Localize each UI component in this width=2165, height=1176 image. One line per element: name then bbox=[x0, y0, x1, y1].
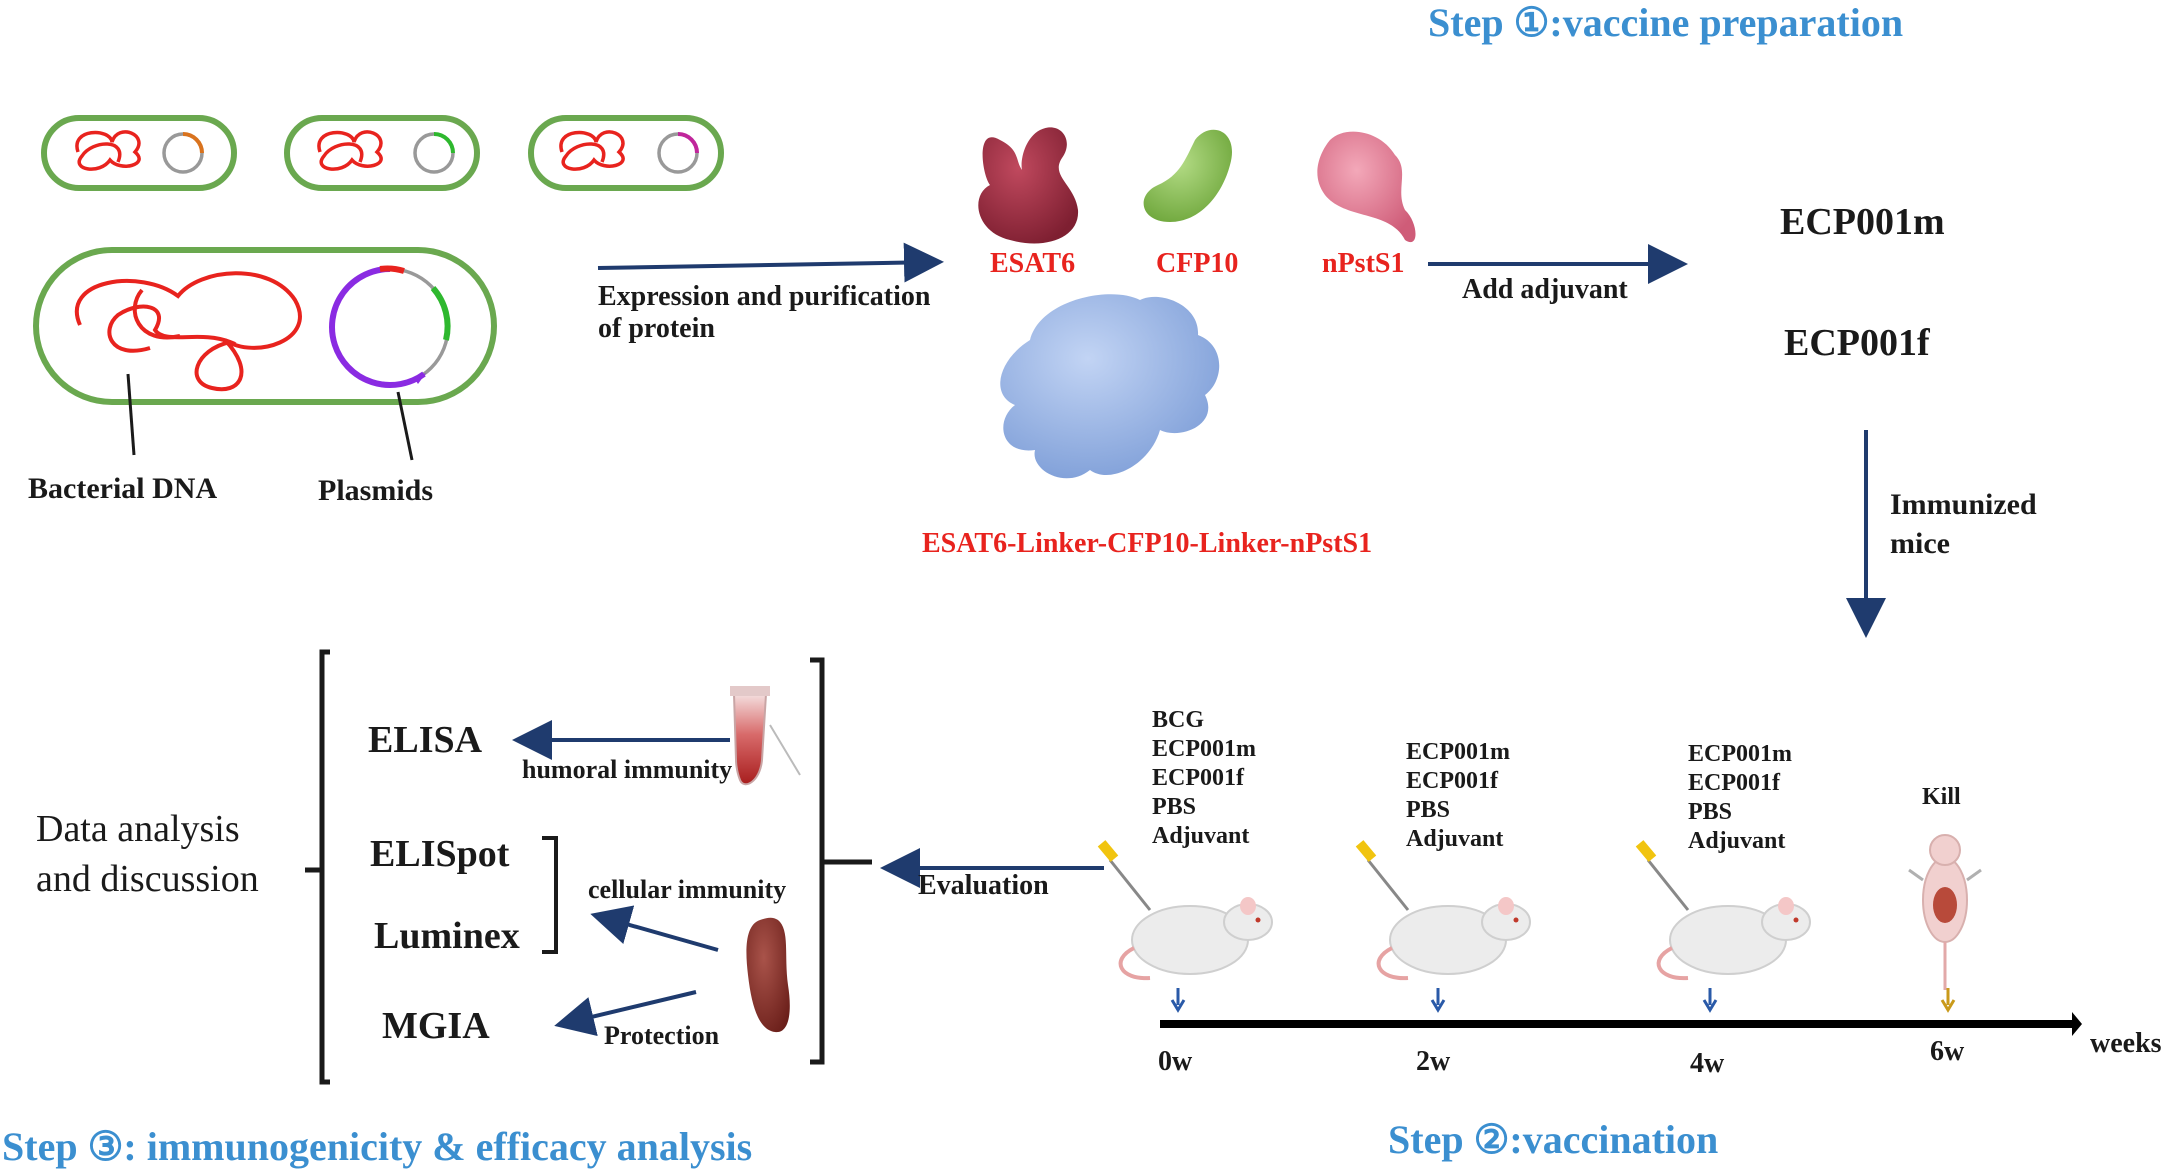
syringe-4w bbox=[1646, 859, 1690, 911]
group-2w-1: ECP001m bbox=[1406, 739, 1510, 765]
esat6-protein bbox=[978, 127, 1079, 244]
timepoint-4w: 4w bbox=[1690, 1048, 1725, 1079]
syringe-2w bbox=[1366, 859, 1410, 911]
group-4w-3: PBS bbox=[1688, 799, 1732, 825]
tick-arrow-2w bbox=[1430, 988, 1446, 1013]
mouse-0w bbox=[1097, 840, 1273, 981]
esat6-label: ESAT6 bbox=[990, 248, 1075, 279]
dna-pointer bbox=[126, 373, 136, 456]
cfp10-protein bbox=[1143, 129, 1232, 222]
humoral-label: humoral immunity bbox=[522, 755, 732, 784]
data-analysis-line2: and discussion bbox=[36, 858, 259, 900]
elispot-label: ELISpot bbox=[370, 833, 510, 875]
group-0w-1: BCG bbox=[1152, 707, 1204, 733]
group-0w-5: Adjuvant bbox=[1152, 823, 1249, 849]
add-adjuvant-label: Add adjuvant bbox=[1462, 274, 1628, 305]
mouse-2w bbox=[1355, 840, 1531, 981]
timepoint-6w: 6w bbox=[1930, 1036, 1965, 1067]
syringe-0w bbox=[1108, 859, 1152, 911]
group-0w-2: ECP001m bbox=[1152, 736, 1256, 762]
spleen-icon bbox=[746, 917, 790, 1033]
cellular-bracket bbox=[542, 836, 558, 954]
tick-arrow-6w bbox=[1940, 988, 1956, 1013]
dissected-mouse bbox=[1908, 834, 1982, 990]
tick-arrow-4w bbox=[1702, 988, 1718, 1013]
bacterium-small-3 bbox=[528, 115, 724, 191]
bacterium-small-1 bbox=[41, 115, 237, 191]
vaccine-ecp001f: ECP001f bbox=[1784, 322, 1931, 364]
plasmids-label: Plasmids bbox=[318, 474, 433, 507]
group-2w-2: ECP001f bbox=[1406, 768, 1499, 794]
expression-label-line1: Expression and purification bbox=[598, 281, 931, 312]
step1-title: Step ①:vaccine preparation bbox=[1428, 0, 1903, 45]
group-4w-4: Adjuvant bbox=[1688, 828, 1785, 854]
plasmid-pointer bbox=[396, 391, 414, 461]
npsts1-protein bbox=[1317, 131, 1416, 243]
group-0w-3: ECP001f bbox=[1152, 765, 1245, 791]
group-0w-4: PBS bbox=[1152, 794, 1196, 820]
group-2w-4: Adjuvant bbox=[1406, 826, 1503, 852]
group-4w-1: ECP001m bbox=[1688, 741, 1792, 767]
cfp10-label: CFP10 bbox=[1156, 248, 1238, 279]
vaccine-ecp001m: ECP001m bbox=[1780, 201, 1945, 243]
mouse-4w bbox=[1635, 840, 1811, 981]
protection-arrow bbox=[554, 990, 697, 1037]
timepoint-0w: 0w bbox=[1158, 1046, 1193, 1077]
kill-label: Kill bbox=[1922, 784, 1961, 810]
bacterium-small-2 bbox=[284, 115, 480, 191]
luminex-label: Luminex bbox=[374, 915, 520, 957]
protection-label: Protection bbox=[604, 1021, 720, 1050]
fusion-protein bbox=[1000, 294, 1220, 479]
group-2w-3: PBS bbox=[1406, 797, 1450, 823]
blood-tube-icon bbox=[730, 686, 801, 786]
cellular-arrow bbox=[590, 905, 719, 952]
immunized-label-line1: Immunized bbox=[1890, 488, 2037, 521]
elisa-label: ELISA bbox=[368, 719, 483, 761]
npsts1-label: nPstS1 bbox=[1322, 248, 1404, 279]
step2-title: Step ②:vaccination bbox=[1388, 1117, 1718, 1162]
fusion-label: ESAT6-Linker-CFP10-Linker-nPstS1 bbox=[922, 528, 1372, 559]
left-bracket bbox=[305, 649, 330, 1085]
data-analysis-line1: Data analysis bbox=[36, 808, 240, 850]
mgia-label: MGIA bbox=[382, 1005, 490, 1047]
timepoint-2w: 2w bbox=[1416, 1046, 1451, 1077]
groups-2w: ECP001m ECP001f PBS Adjuvant bbox=[1406, 739, 1510, 852]
groups-0w: BCG ECP001m ECP001f PBS Adjuvant bbox=[1152, 707, 1256, 849]
axis-label-weeks: weeks bbox=[2090, 1028, 2162, 1059]
group-4w-2: ECP001f bbox=[1688, 770, 1781, 796]
expression-arrow bbox=[597, 242, 944, 283]
groups-4w: ECP001m ECP001f PBS Adjuvant bbox=[1688, 741, 1792, 854]
bacterium-large bbox=[33, 247, 497, 405]
bacterial-dna-label: Bacterial DNA bbox=[28, 472, 217, 505]
expression-label-line2: of protein bbox=[598, 313, 715, 344]
evaluation-label: Evaluation bbox=[918, 870, 1049, 901]
tick-arrow-0w bbox=[1170, 988, 1186, 1013]
immunized-label-line2: mice bbox=[1890, 527, 1950, 560]
step3-title: Step ③: immunogenicity & efficacy analys… bbox=[2, 1124, 752, 1169]
cellular-label: cellular immunity bbox=[588, 875, 786, 904]
right-bracket bbox=[810, 657, 872, 1065]
